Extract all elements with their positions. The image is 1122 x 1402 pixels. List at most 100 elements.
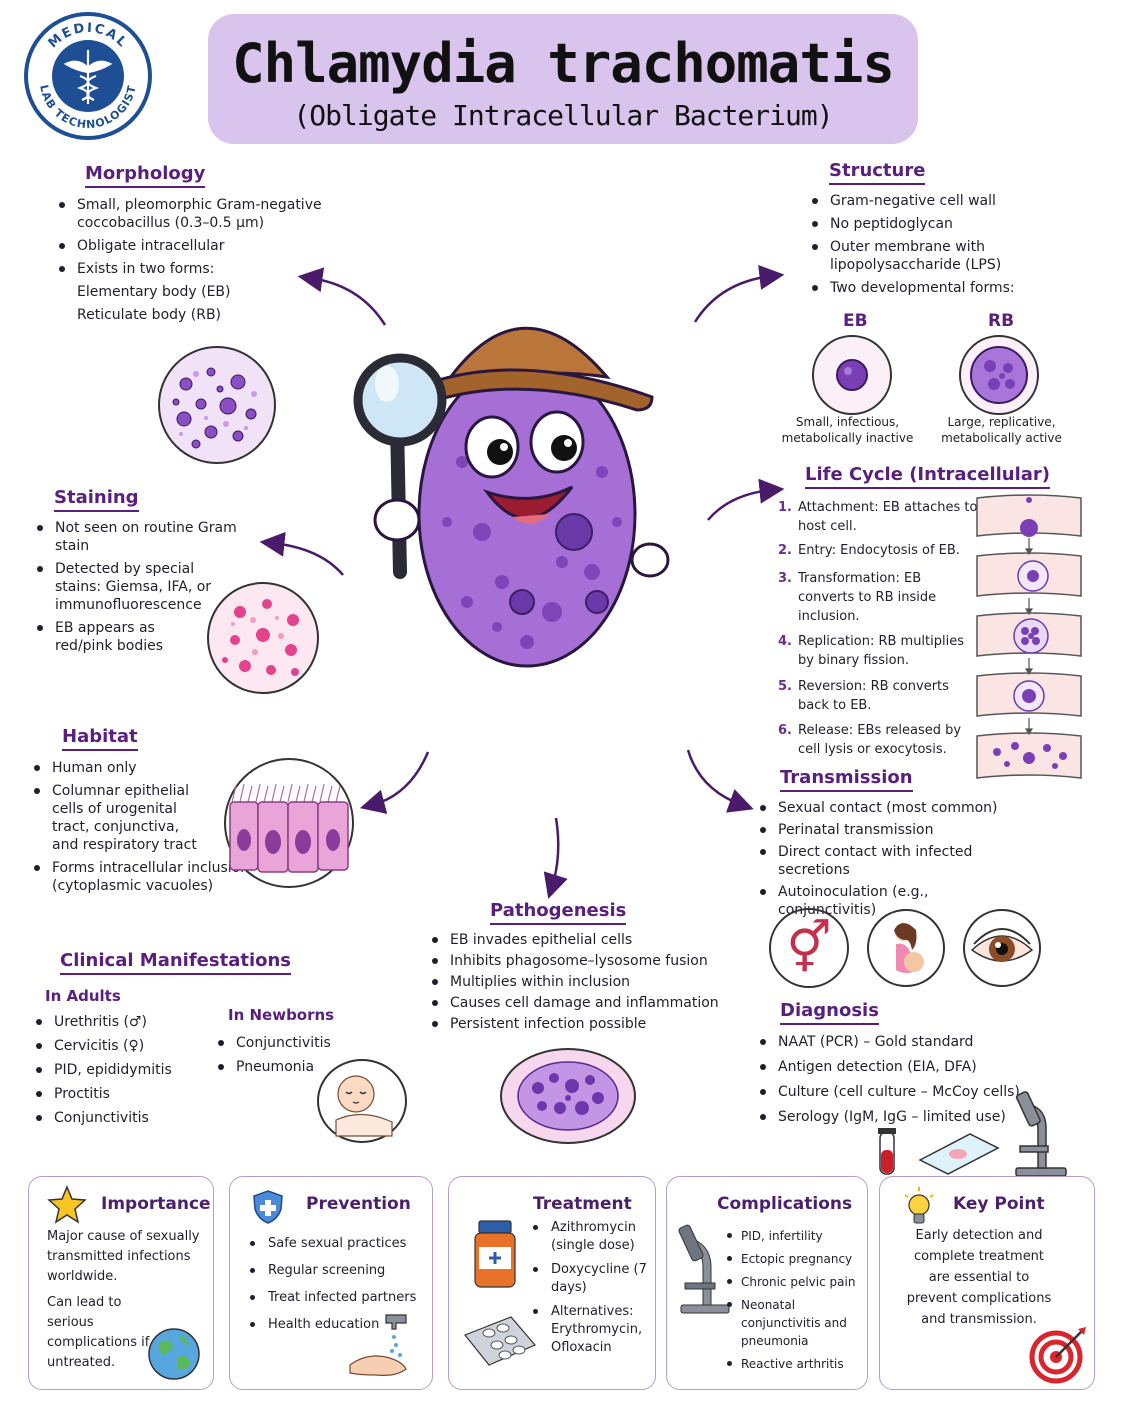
list-item: Columnar epithelial cells of urogenital … <box>30 782 202 854</box>
key-point-text: Early detection and complete treatment a… <box>906 1228 1052 1327</box>
list-item: Small, pleomorphic Gram-negative coccoba… <box>55 196 345 232</box>
list-item: Health education <box>246 1316 426 1334</box>
lifecycle-step: 3.Transformation: EB converts to RB insi… <box>778 571 937 624</box>
list-item: Culture (cell culture – McCoy cells) <box>756 1083 1046 1101</box>
lightbulb-icon <box>902 1187 936 1231</box>
list-item: Azithromycin (single dose) <box>529 1219 655 1255</box>
complications-title: Complications <box>717 1194 853 1214</box>
arrow-to-staining <box>259 531 344 576</box>
diagnosis-heading: Diagnosis <box>780 1000 879 1025</box>
arrow-to-structure <box>693 265 785 323</box>
treatment-title: Treatment <box>533 1194 632 1214</box>
structure-heading: Structure <box>829 160 926 185</box>
list-item: Sexual contact (most common) <box>756 799 1026 817</box>
title-banner: Chlamydia trachomatis (Obligate Intracel… <box>208 14 918 144</box>
list-item: Elementary body (EB) <box>77 284 231 300</box>
list-item: Persistent infection possible <box>428 1015 728 1033</box>
importance-text-2: Can lead to serious complications if unt… <box>47 1295 150 1370</box>
importance-title: Importance <box>101 1194 211 1214</box>
rb-caption: Large, replicative,metabolically active <box>941 415 1062 445</box>
list-item: Autoinoculation (e.g., conjunctivitis) <box>756 883 1026 919</box>
star-icon <box>47 1185 87 1229</box>
morphology-heading: Morphology <box>85 163 206 188</box>
lifecycle-step: 1.Attachment: EB attaches to host cell. <box>778 500 978 534</box>
morphology-list: Small, pleomorphic Gram-negative coccoba… <box>55 196 345 329</box>
list-item: Causes cell damage and inflammation <box>428 994 728 1012</box>
list-item: Not seen on routine Gram stain <box>33 519 273 555</box>
lifecycle-heading: Life Cycle (Intracellular) <box>805 464 1051 489</box>
adults-heading: In Adults <box>45 987 121 1005</box>
pathogenesis-list: EB invades epithelial cells Inhibits pha… <box>428 931 728 1038</box>
structure-list: Gram-negative cell wall No peptidoglycan… <box>808 192 1048 302</box>
habitat-list: Human only Columnar epithelial cells of … <box>30 759 270 900</box>
pregnant-woman-icon <box>866 908 946 992</box>
list-item: Pneumonia <box>214 1058 374 1076</box>
list-item: Inhibits phagosome–lysosome fusion <box>428 952 728 970</box>
microscope-icon <box>675 1221 735 1321</box>
newborns-list: Conjunctivitis Pneumonia <box>214 1034 374 1081</box>
list-item: Antigen detection (EIA, DFA) <box>756 1058 1046 1076</box>
arrow-to-lifecycle <box>707 478 785 521</box>
target-icon <box>1028 1325 1088 1389</box>
staining-heading: Staining <box>54 487 139 512</box>
list-item: NAAT (PCR) – Gold standard <box>756 1033 1046 1051</box>
test-tube-icon <box>878 1128 896 1175</box>
medicine-bottle-icon <box>471 1219 519 1293</box>
list-item: Forms intracellular inclusions (cytoplas… <box>30 859 270 895</box>
page-title: Chlamydia trachomatis <box>232 32 895 95</box>
list-item: Human only <box>30 759 270 777</box>
arrow-to-habitat <box>359 751 430 814</box>
page-subtitle: (Obligate Intracellular Bacterium) <box>293 99 833 132</box>
complications-list: PID, infertility Ectopic pregnancy Chron… <box>723 1227 869 1381</box>
list-item: Two developmental forms: <box>808 279 1048 297</box>
microscope-icon <box>1015 1091 1067 1177</box>
pathogenesis-heading: Pathogenesis <box>490 900 627 925</box>
newborns-heading: In Newborns <box>228 1006 335 1024</box>
arrow-to-morphology <box>297 267 387 326</box>
list-item: Outer membrane with lipopolysaccharide (… <box>808 238 1048 274</box>
rb-label: RB <box>988 311 1015 331</box>
lab-equipment-icons <box>870 1088 1080 1182</box>
lifecycle-step: 6.Release: EBs released by cell lysis or… <box>778 723 962 757</box>
list-item: Multiplies within inclusion <box>428 973 728 991</box>
morphology-micrograph <box>156 344 278 470</box>
staining-micrograph <box>205 580 321 700</box>
prevention-list: Safe sexual practices Regular screening … <box>246 1235 426 1342</box>
list-item: Treat infected partners <box>246 1289 426 1307</box>
list-item: Conjunctivitis <box>32 1109 212 1127</box>
lifecycle-step: 4.Replication: RB multiplies by binary f… <box>778 634 965 668</box>
list-item: Proctitis <box>32 1085 212 1103</box>
logo: MEDICAL LAB TECHNOLOGIST <box>22 10 154 142</box>
list-item: Serology (IgM, IgG – limited use) <box>756 1108 1046 1126</box>
list-item: Reactive arthritis <box>723 1355 869 1373</box>
habitat-heading: Habitat <box>62 726 138 751</box>
list-item: Neonatal conjunctivitis and pneumonia <box>723 1296 869 1350</box>
prevention-title: Prevention <box>306 1194 411 1214</box>
lifecycle-step: 2.Entry: Endocytosis of EB. <box>778 543 960 558</box>
list-item: Exists in two forms: <box>55 260 345 278</box>
list-item: Ectopic pregnancy <box>723 1250 869 1268</box>
magnifying-glass-icon <box>353 353 447 579</box>
inclusion-cell-illustration <box>498 1046 638 1150</box>
slide-icon <box>918 1133 1000 1175</box>
list-item: Safe sexual practices <box>246 1235 426 1253</box>
shield-icon <box>252 1189 284 1229</box>
handwashing-icon <box>346 1311 426 1387</box>
lifecycle-step: 5.Reversion: RB converts back to EB. <box>778 679 949 713</box>
treatment-box: Treatment Azithromycin (single dose) Dox… <box>448 1176 656 1390</box>
list-item: Conjunctivitis <box>214 1034 374 1052</box>
list-item: EB invades epithelial cells <box>428 931 728 949</box>
list-item: Urethritis (♂) <box>32 1013 212 1031</box>
lifecycle-steps: 1.Attachment: EB attaches to host cell. … <box>778 498 978 765</box>
diagnosis-list: NAAT (PCR) – Gold standard Antigen detec… <box>756 1033 1046 1131</box>
transmission-list: Sexual contact (most common) Perinatal t… <box>756 799 1026 924</box>
staining-list: Not seen on routine Gram stain Detected … <box>33 519 273 660</box>
list-item: PID, infertility <box>723 1227 869 1245</box>
list-item: Obligate intracellular <box>55 237 345 255</box>
importance-text-1: Major cause of sexually transmitted infe… <box>47 1229 200 1284</box>
pill-blister-icon <box>461 1315 539 1371</box>
arrow-to-pathogenesis <box>543 817 568 899</box>
list-item: Reticulate body (RB) <box>77 307 222 323</box>
list-item: Chronic pelvic pain <box>723 1273 869 1291</box>
treatment-list: Azithromycin (single dose) Doxycycline (… <box>529 1219 655 1365</box>
